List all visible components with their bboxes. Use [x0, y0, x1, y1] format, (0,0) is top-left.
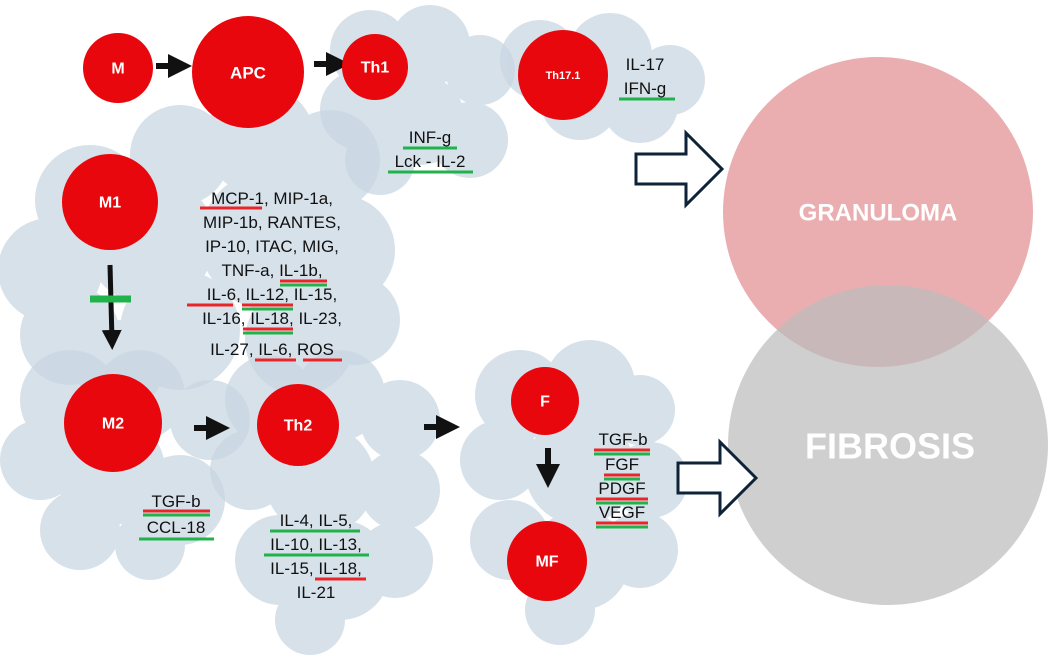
- svg-text:M2: M2: [102, 416, 124, 433]
- cytokines-m1: MCP-1, MIP-1a, MIP-1b, RANTES, IP-10, IT…: [187, 189, 342, 362]
- svg-text:Th2: Th2: [284, 418, 313, 435]
- cytokine-inf-g: INF-g: [409, 128, 452, 147]
- th2-line: IL-15, IL-18,: [270, 559, 362, 578]
- cytokine-fgf: FGF: [605, 455, 639, 474]
- m1-line: MIP-1b, RANTES,: [203, 213, 341, 232]
- fibrosis-circle: [728, 285, 1048, 605]
- cell-th171: Th17.1: [518, 30, 608, 120]
- cytokine-ccl-18: CCL-18: [147, 518, 206, 537]
- cytokine-ifn-g: IFN-g: [624, 79, 667, 98]
- cell-th1: Th1: [342, 34, 408, 100]
- cytokine-tgf-b: TGF-b: [598, 430, 647, 449]
- svg-text:Th1: Th1: [361, 60, 390, 77]
- svg-text:MF: MF: [535, 554, 558, 571]
- th2-line: IL-10, IL-13,: [270, 535, 362, 554]
- m1-line: IL-27, IL-6, ROS: [210, 340, 334, 359]
- cell-f: F: [511, 367, 579, 435]
- fibrosis-block-arrow: [676, 438, 759, 518]
- cell-m: M: [83, 33, 153, 103]
- cytokine-vegf: VEGF: [599, 503, 645, 522]
- m1-line: TNF-a, IL-1b,: [221, 261, 322, 280]
- cell-apc: APC: [192, 16, 304, 128]
- cytokines-th2: IL-4, IL-5, IL-10, IL-13, IL-15, IL-18, …: [264, 511, 369, 602]
- svg-text:APC: APC: [230, 64, 266, 83]
- cytokines-m2: TGF-b CCL-18: [139, 492, 214, 541]
- m1-line: MCP-1, MIP-1a,: [211, 189, 333, 208]
- cloud-th2: [210, 350, 440, 655]
- cytokines-th171: IL-17 IFN-g: [619, 55, 675, 101]
- cytokine-lck-il2: Lck - IL-2: [395, 152, 466, 171]
- cytokine-il17: IL-17: [626, 55, 665, 74]
- cell-mf: MF: [507, 521, 587, 601]
- m1-line: IL-16, IL-18, IL-23,: [202, 309, 342, 328]
- svg-text:F: F: [540, 394, 550, 411]
- th2-line: IL-21: [297, 583, 336, 602]
- cytokine-pdgf: PDGF: [598, 479, 645, 498]
- cytokines-th1: INF-g Lck - IL-2: [388, 128, 473, 174]
- granuloma-circle: [723, 57, 1033, 367]
- cytokines-f: TGF-b FGF PDGF VEGF: [594, 430, 650, 529]
- cytokine-tgf-b: TGF-b: [151, 492, 200, 511]
- svg-text:Th17.1: Th17.1: [546, 70, 581, 82]
- cell-th2: Th2: [257, 384, 339, 466]
- cell-m1: M1: [62, 154, 158, 250]
- m1-line: IL-6, IL-12, IL-15,: [207, 285, 337, 304]
- fibrosis-label: FIBROSIS: [805, 426, 975, 467]
- svg-text:M: M: [111, 61, 124, 78]
- svg-text:M1: M1: [99, 195, 121, 212]
- th2-line: IL-4, IL-5,: [280, 511, 353, 530]
- granuloma-label: GRANULOMA: [799, 200, 958, 227]
- granuloma-block-arrow: [634, 129, 725, 209]
- cell-m2: M2: [64, 374, 162, 472]
- m1-line: IP-10, ITAC, MIG,: [205, 237, 339, 256]
